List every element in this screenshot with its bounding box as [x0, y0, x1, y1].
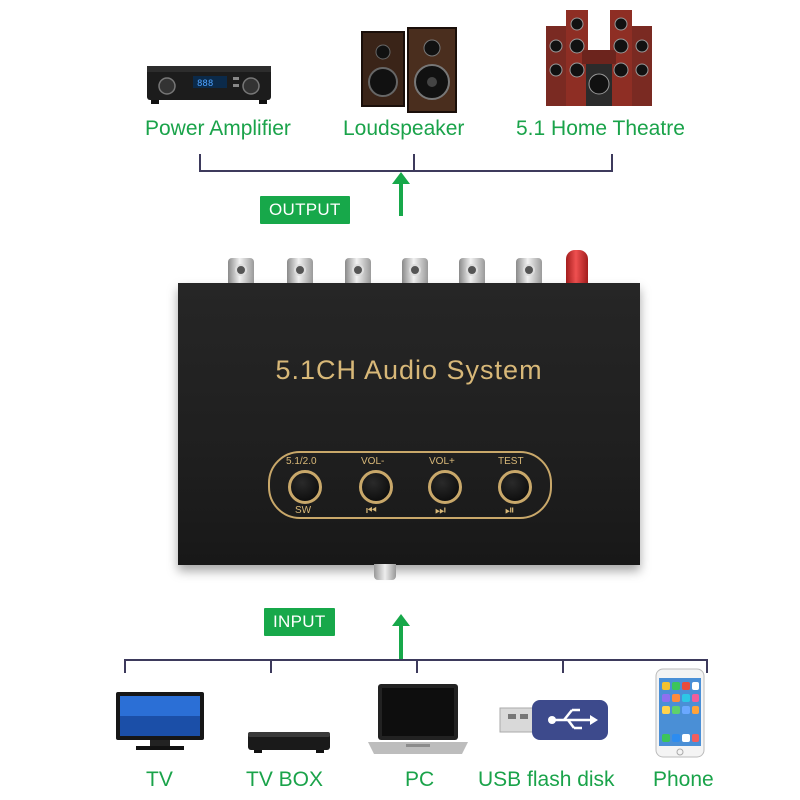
input-label-phone: Phone — [653, 768, 714, 791]
red-connector — [566, 250, 588, 286]
output-label-loudspeaker: Loudspeaker — [343, 117, 465, 140]
bottom-connector — [374, 564, 396, 580]
vol-down-button[interactable] — [359, 470, 393, 504]
audio-system-device: 5.1CH Audio System 5.1/2.0 VOL- VOL+ TES… — [178, 283, 640, 565]
phone-icon — [655, 668, 705, 758]
input-badge: INPUT — [264, 608, 335, 636]
output-label-power-amplifier: Power Amplifier — [145, 117, 291, 140]
input-label-usb-flash-disk: USB flash disk — [478, 768, 615, 791]
device-title: 5.1CH Audio System — [275, 355, 543, 385]
vol-up-button[interactable] — [428, 470, 462, 504]
button-top-label: TEST — [498, 456, 524, 467]
button-top-label: VOL- — [361, 456, 385, 467]
loudspeaker-icon — [361, 27, 457, 113]
tv-box-icon — [248, 732, 330, 753]
input-label-tv-box: TV BOX — [246, 768, 324, 791]
button-bottom-label: SW — [295, 505, 312, 516]
button-top-label: 5.1/2.0 — [286, 456, 317, 467]
button-bottom-label: ⏭ — [435, 503, 446, 517]
usb-flash-disk-icon — [499, 700, 608, 740]
laptop-icon — [368, 684, 468, 754]
button-top-label: VOL+ — [429, 456, 455, 467]
home-theatre-icon — [546, 10, 652, 106]
svg-text:888: 888 — [197, 79, 213, 89]
input-label-tv: TV — [146, 768, 173, 791]
mode-button[interactable] — [288, 470, 322, 504]
control-panel — [268, 451, 552, 519]
output-badge: OUTPUT — [260, 196, 350, 224]
input-label-pc: PC — [405, 768, 435, 791]
button-bottom-label: ⏯ — [505, 503, 515, 517]
button-bottom-label: ⏮ — [366, 503, 377, 517]
test-button[interactable] — [498, 470, 532, 504]
tv-icon — [116, 692, 204, 750]
output-label-home-theatre: 5.1 Home Theatre — [516, 117, 685, 140]
power-amplifier-icon: 888 — [147, 66, 271, 104]
